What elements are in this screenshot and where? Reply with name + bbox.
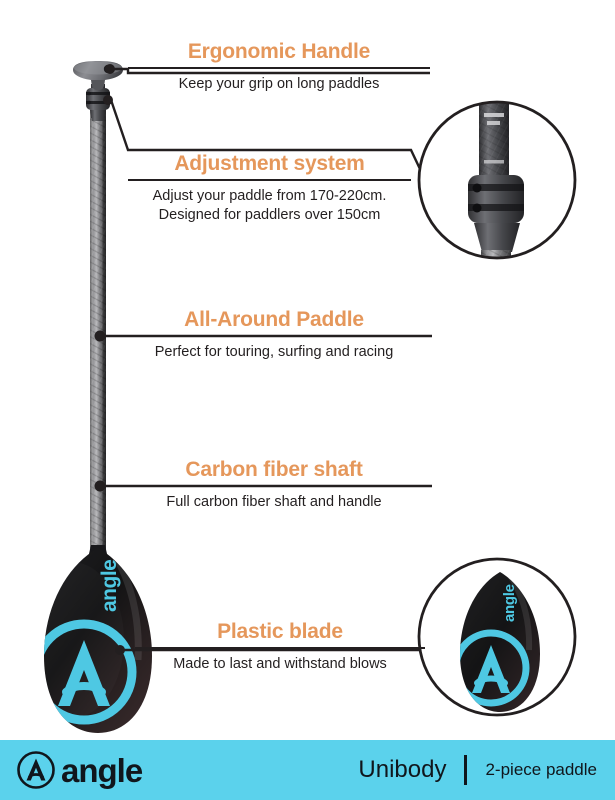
ergonomic-handle-grip [73,61,123,90]
paddle-blade: angle [44,545,152,733]
product-variant-label: 2-piece paddle [485,760,597,779]
inset-adjustment-closeup [417,100,577,260]
callout-rule [128,67,430,69]
callout-description-line1: Adjust your paddle from 170-220cm. [152,188,387,204]
adjustment-clamp [86,88,110,121]
blade-logo-icon [44,619,137,725]
brand-wordmark: angle [61,751,143,789]
callout-title: Ergonomic Handle [187,40,371,63]
callout-carbon-fiber-shaft: Carbon fiber shaft Full carbon fiber sha… [116,458,432,512]
blade-wordmark: angle [98,560,121,612]
callout-title: All-Around Paddle [184,308,364,331]
callout-title: Adjustment system [174,152,365,175]
callout-description: Adjust your paddle from 170-220cm. Desig… [128,187,411,225]
callout-description: Perfect for touring, surfing and racing [154,344,394,360]
callout-rule [128,179,411,181]
callout-description: Full carbon fiber shaft and handle [166,494,382,510]
callout-title: Carbon fiber shaft [185,458,363,481]
leader-dots [94,64,125,655]
callout-description-line2: Designed for paddlers over 150cm [158,207,381,224]
inset-blade-wordmark: angle [501,584,518,622]
callout-all-around-paddle: All-Around Paddle Perfect for touring, s… [116,308,432,362]
product-model-label: Unibody [358,756,447,783]
footer-product-info: Unibody 2-piece paddle [358,755,597,785]
angle-circle-a-logo-icon [17,751,55,789]
inset-blade-closeup: angle [417,557,577,717]
brand-lockup: angle [16,750,143,790]
callout-ergonomic-handle: Ergonomic Handle Keep your grip on long … [128,40,430,94]
callout-title: Plastic blade [217,620,343,643]
footer-brand-bar: angle Unibody 2-piece paddle [0,740,615,800]
callout-plastic-blade: Plastic blade Made to last and withstand… [135,620,425,674]
callout-description: Made to last and withstand blows [173,656,387,672]
callout-rule [116,485,432,487]
paddle-shaft [90,100,106,560]
footer-divider [464,755,468,785]
callout-rule [116,335,432,337]
callout-description: Keep your grip on long paddles [178,76,380,92]
callout-adjustment-system: Adjustment system Adjust your paddle fro… [128,152,411,225]
product-illustration: angle [44,61,577,733]
callout-rule [135,647,425,649]
